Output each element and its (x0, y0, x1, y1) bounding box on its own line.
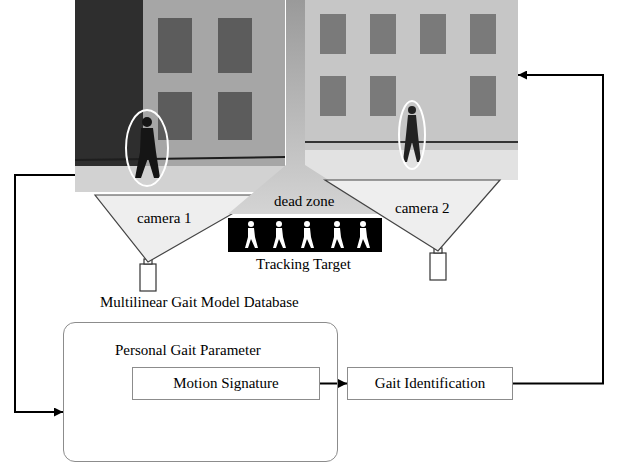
target-ellipse (399, 101, 425, 169)
window (158, 92, 192, 140)
flow-arrow (513, 75, 603, 384)
window (470, 76, 496, 116)
window (320, 14, 346, 54)
person-silhouette (142, 117, 152, 127)
person-silhouette (408, 106, 416, 114)
camera-icon (430, 253, 446, 280)
railing (75, 157, 285, 160)
camera-label: camera 1 (137, 210, 192, 227)
camera-photo (75, 0, 285, 192)
target-ellipse (126, 110, 168, 186)
database-group: Multilinear Gait Model DatabasePersonal … (63, 292, 338, 462)
window (158, 18, 192, 73)
group-heading: Personal Gait Parameter (115, 342, 261, 359)
camera-view-shape (325, 180, 500, 251)
process-box: Motion Signature (132, 367, 320, 400)
walking-silhouette (357, 221, 370, 248)
group-title: Multilinear Gait Model Database (100, 294, 299, 311)
window (370, 76, 396, 116)
walking-silhouette (301, 221, 314, 248)
walking-silhouette (331, 221, 344, 248)
camera-label: camera 2 (395, 200, 450, 217)
camera-view-outline (305, 0, 518, 290)
person-silhouette (135, 128, 160, 178)
box-label: Motion Signature (173, 375, 278, 392)
window (470, 14, 496, 54)
flow-arrow (15, 175, 75, 412)
silhouette-strip (228, 218, 382, 252)
ground (305, 150, 518, 180)
camera-view: camera 1 (75, 0, 285, 292)
window (370, 14, 396, 54)
caption-label: Tracking Target (256, 256, 351, 273)
window (218, 92, 252, 140)
walking-silhouette (245, 221, 258, 248)
camera-photo (305, 0, 518, 180)
box-label: Gait Identification (375, 375, 485, 392)
window (420, 14, 446, 54)
walking-silhouette (273, 221, 286, 248)
window (320, 76, 346, 116)
ground (75, 166, 285, 192)
window (218, 18, 252, 73)
zone-label: dead zone (274, 193, 334, 210)
camera-view-outline (75, 0, 285, 292)
camera-icon (140, 264, 156, 291)
camera-view: camera 2 (305, 0, 518, 290)
person-silhouette (403, 115, 421, 162)
flow-arrow (320, 383, 347, 385)
building-shadow (75, 0, 143, 192)
process-box: Gait Identification (347, 367, 513, 400)
